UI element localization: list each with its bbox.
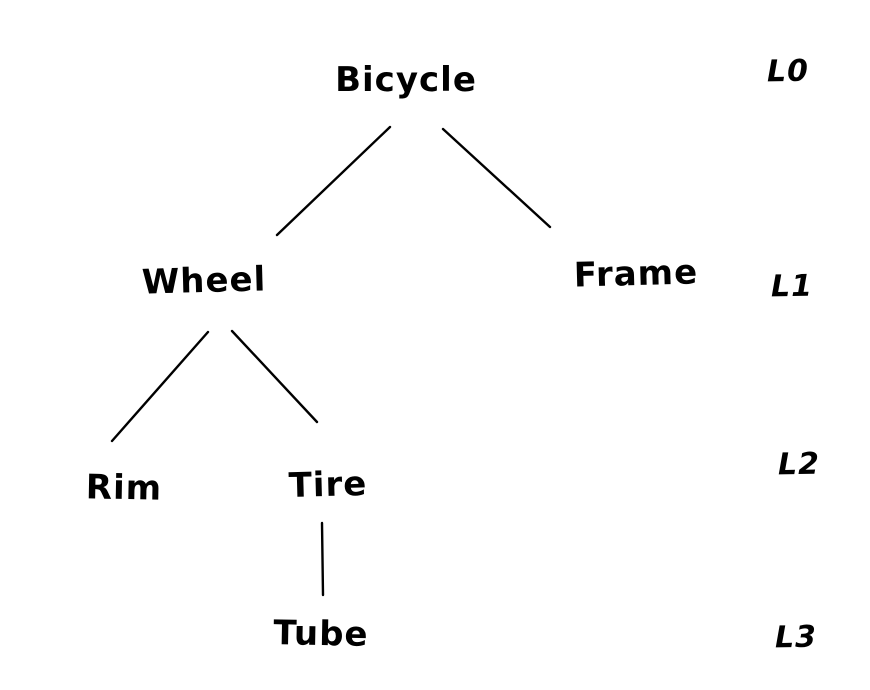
level-label-l1: L1 [770, 268, 814, 305]
level-label-l2: L2 [777, 446, 821, 483]
node-frame: Frame [573, 252, 699, 296]
edge-wheel-rim [110, 330, 210, 443]
edge-tire-tube [320, 521, 325, 597]
node-tube: Tube [273, 613, 369, 655]
level-label-l3: L3 [774, 619, 818, 656]
level-label-l0: L0 [766, 53, 810, 90]
edge-bicycle-wheel [275, 125, 392, 237]
node-bicycle: Bicycle [335, 60, 477, 100]
edge-bicycle-frame [441, 127, 552, 229]
node-rim: Rim [85, 467, 163, 509]
node-tire: Tire [288, 463, 368, 507]
edge-wheel-tire [230, 329, 319, 424]
node-wheel: Wheel [141, 259, 267, 303]
